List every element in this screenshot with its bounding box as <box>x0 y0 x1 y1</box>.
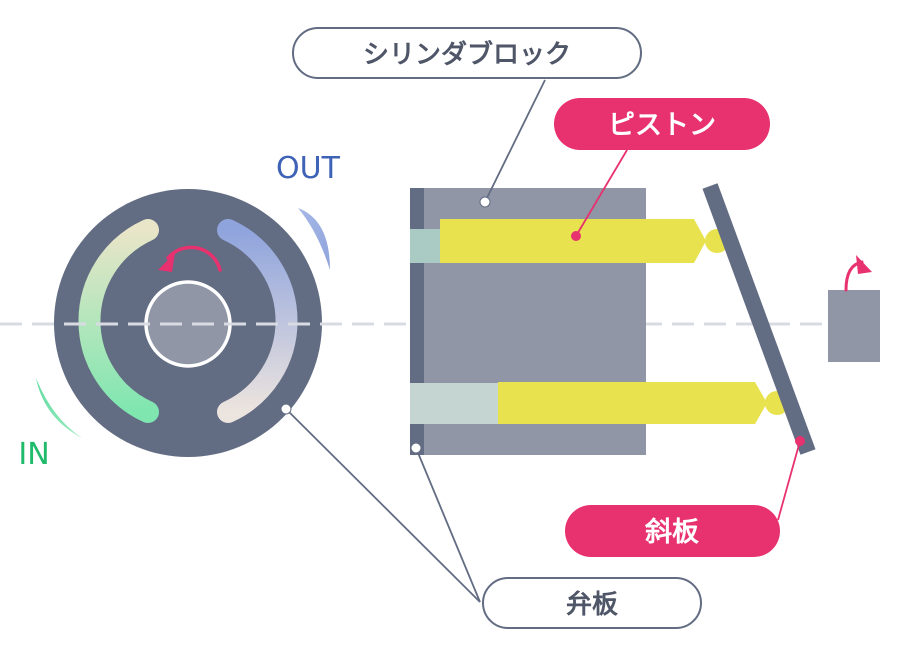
upper-valve-slot <box>410 229 440 263</box>
valve-plate-callout: 弁板 <box>482 577 702 629</box>
suction-port-slot <box>78 219 159 423</box>
leader-dot-swash-plate <box>795 436 805 446</box>
shaft-hole <box>144 280 232 368</box>
leader-dot-cylinder-block <box>479 196 491 208</box>
swash-plate-bar <box>702 183 816 455</box>
piston-callout: ピストン <box>554 98 770 150</box>
counterclockwise-arrowhead <box>158 253 175 272</box>
discharge-port-slot <box>217 219 298 423</box>
out-flow-crescent <box>298 208 330 270</box>
drive-shaft <box>828 290 880 362</box>
cylinder-block-callout: シリンダブロック <box>292 27 642 79</box>
out-port-label: OUT <box>276 151 341 186</box>
piston-label: ピストン <box>608 110 716 141</box>
upper-piston <box>440 219 706 263</box>
valve-plate-label: 弁板 <box>566 589 618 620</box>
lower-valve-slot <box>410 383 498 424</box>
leader-dot-valve-side <box>410 442 422 454</box>
pump-side-section <box>410 183 880 455</box>
counterclockwise-arrow-icon <box>166 245 222 272</box>
valve-plate-face-view <box>36 189 330 457</box>
shaft-rotation-arrowhead <box>856 255 872 274</box>
leader-dot-valve-face <box>280 403 292 415</box>
lower-piston <box>498 382 767 424</box>
leader-dot-piston <box>571 231 581 241</box>
swash-plate-callout: 斜板 <box>565 505 780 557</box>
leader-lines <box>280 79 805 603</box>
in-port-label: IN <box>18 437 49 472</box>
swash-plate-label: 斜板 <box>644 517 699 548</box>
cylinder-block-label: シリンダブロック <box>363 39 571 70</box>
